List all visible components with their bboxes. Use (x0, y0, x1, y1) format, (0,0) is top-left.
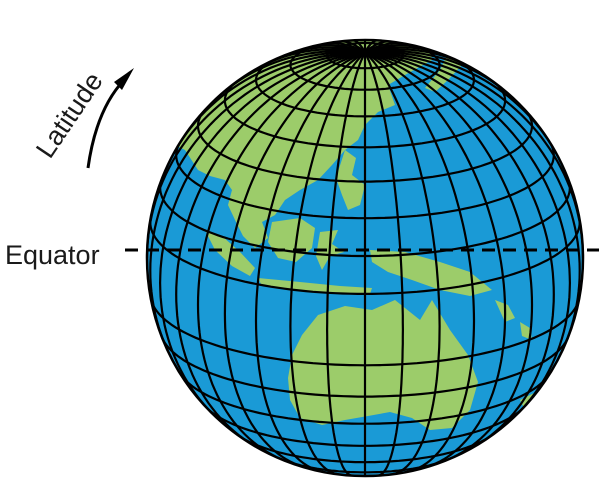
meridian-line (364, 51, 581, 360)
parallel-line (254, 57, 476, 118)
globe-outline (145, 38, 585, 478)
parallel-line (179, 373, 551, 425)
meridian-line (364, 51, 572, 420)
landmass-indochina (228, 190, 268, 248)
meridian-line (289, 51, 366, 476)
equator-label: Equator (5, 240, 100, 270)
landmass-philippines (336, 150, 365, 210)
curved-arrow-icon (114, 68, 134, 90)
parallel-line (158, 180, 572, 258)
parallel-line (205, 406, 525, 447)
meridian-line (196, 51, 366, 461)
parallel-line (175, 143, 555, 220)
parallel-line (161, 337, 569, 398)
meridian-line (364, 51, 507, 469)
meridian-line (158, 51, 366, 420)
parallel-lines (149, 40, 581, 476)
parallel-line (149, 219, 581, 295)
parallel-line (196, 109, 534, 183)
latitude-label: Latitude (30, 67, 109, 163)
meridian-line (364, 51, 441, 476)
parallel-line (223, 80, 507, 149)
parallel-line (325, 41, 405, 70)
meridian-line (149, 51, 366, 360)
parallel-line (238, 434, 492, 464)
meridian-line (223, 51, 366, 469)
landmass-java (258, 278, 372, 294)
parallel-line (149, 298, 581, 367)
